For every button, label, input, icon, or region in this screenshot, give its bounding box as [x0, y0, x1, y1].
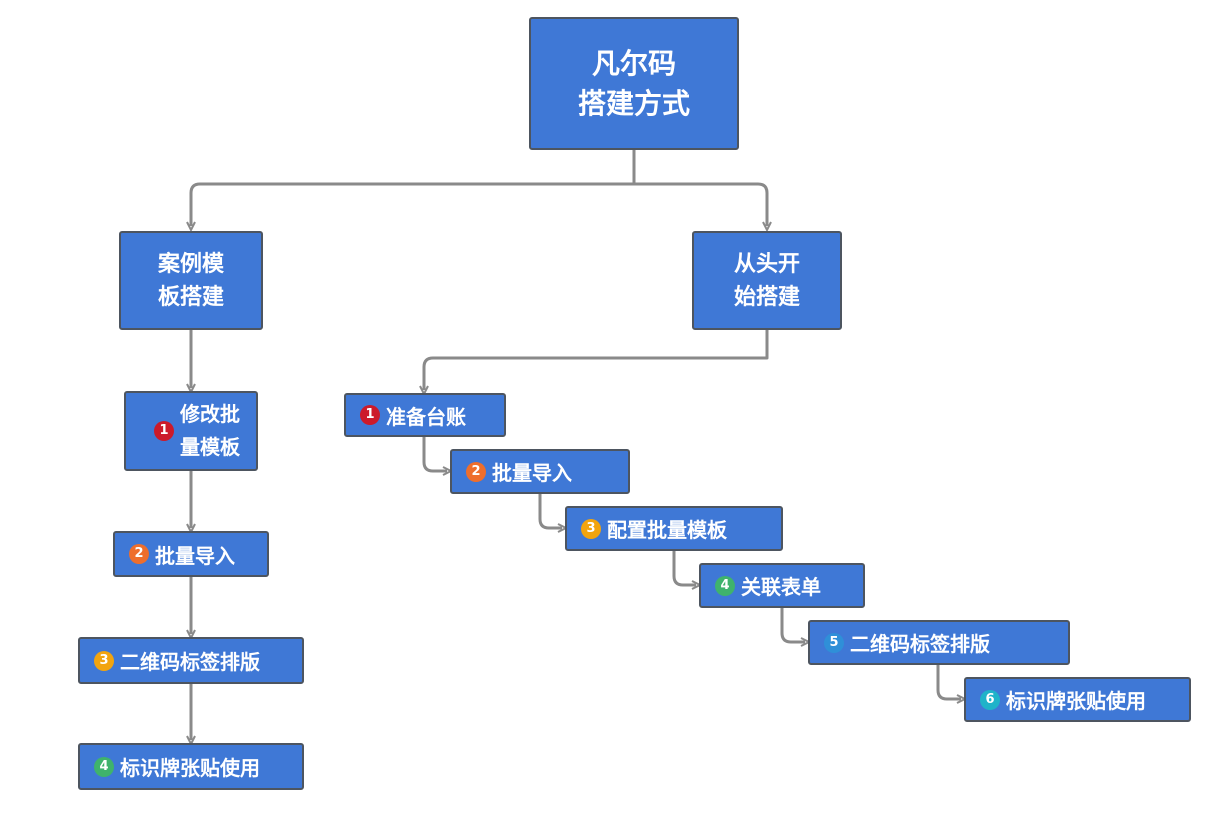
step-number-badge: 4 — [94, 756, 114, 777]
step-number-badge: 2 — [129, 544, 149, 564]
step-number-badge: 2 — [466, 461, 486, 482]
step-number-badge: 3 — [581, 518, 601, 539]
step-number-badge: 1 — [360, 405, 380, 425]
connector-right-2 — [422, 436, 447, 471]
right-step-2-label: 批量导入 — [492, 461, 572, 485]
connector-root-left — [191, 182, 634, 226]
right-step-6: 6 标识牌张贴使用 — [964, 677, 1191, 722]
left-branch-title-line1: 案例模 — [157, 251, 224, 277]
step-number-badge: 5 — [824, 632, 844, 653]
right-branch-title-line1: 从头开 — [733, 251, 800, 277]
right-step-1: 1 准备台账 — [344, 393, 506, 437]
left-branch-node: 案例模 板搭建 — [119, 231, 263, 330]
step-number-badge: 3 — [94, 650, 114, 671]
connector-right-6 — [936, 664, 961, 699]
left-step-1-label-line2: 量模板 — [180, 435, 240, 459]
right-step-4: 4 关联表单 — [699, 563, 865, 608]
right-step-5-label: 二维码标签排版 — [850, 632, 990, 656]
right-branch-node: 从头开 始搭建 — [692, 231, 842, 330]
left-step-1: 1 修改批 量模板 — [124, 391, 258, 471]
root-title-line1: 凡尔码 — [591, 46, 676, 80]
root-node: 凡尔码 搭建方式 — [529, 17, 739, 150]
left-step-1-label-line1: 修改批 — [180, 402, 240, 426]
left-branch-title-line2: 板搭建 — [157, 284, 224, 310]
left-step-2-label: 批量导入 — [155, 543, 235, 568]
right-step-4-label: 关联表单 — [741, 575, 821, 599]
right-step-1-label: 准备台账 — [386, 404, 466, 429]
connector-right-5 — [780, 607, 805, 642]
connector-root-right — [634, 182, 767, 226]
step-number-badge: 6 — [980, 689, 1000, 710]
connector-right-1 — [424, 330, 769, 390]
step-number-badge: 4 — [715, 575, 735, 596]
right-step-3: 3 配置批量模板 — [565, 506, 783, 551]
right-branch-title-line2: 始搭建 — [733, 284, 800, 310]
root-title-line2: 搭建方式 — [577, 86, 690, 120]
right-step-2: 2 批量导入 — [450, 449, 630, 494]
left-step-3: 3 二维码标签排版 — [78, 637, 304, 684]
connector-right-3 — [538, 493, 562, 528]
left-step-4: 4 标识牌张贴使用 — [78, 743, 304, 790]
left-step-3-label: 二维码标签排版 — [120, 650, 260, 674]
left-step-2: 2 批量导入 — [113, 531, 269, 577]
left-step-4-label: 标识牌张贴使用 — [120, 756, 260, 780]
step-number-badge: 1 — [154, 421, 174, 441]
right-step-6-label: 标识牌张贴使用 — [1006, 689, 1146, 713]
right-step-3-label: 配置批量模板 — [607, 518, 727, 542]
right-step-5: 5 二维码标签排版 — [808, 620, 1070, 665]
connector-right-4 — [672, 550, 696, 585]
